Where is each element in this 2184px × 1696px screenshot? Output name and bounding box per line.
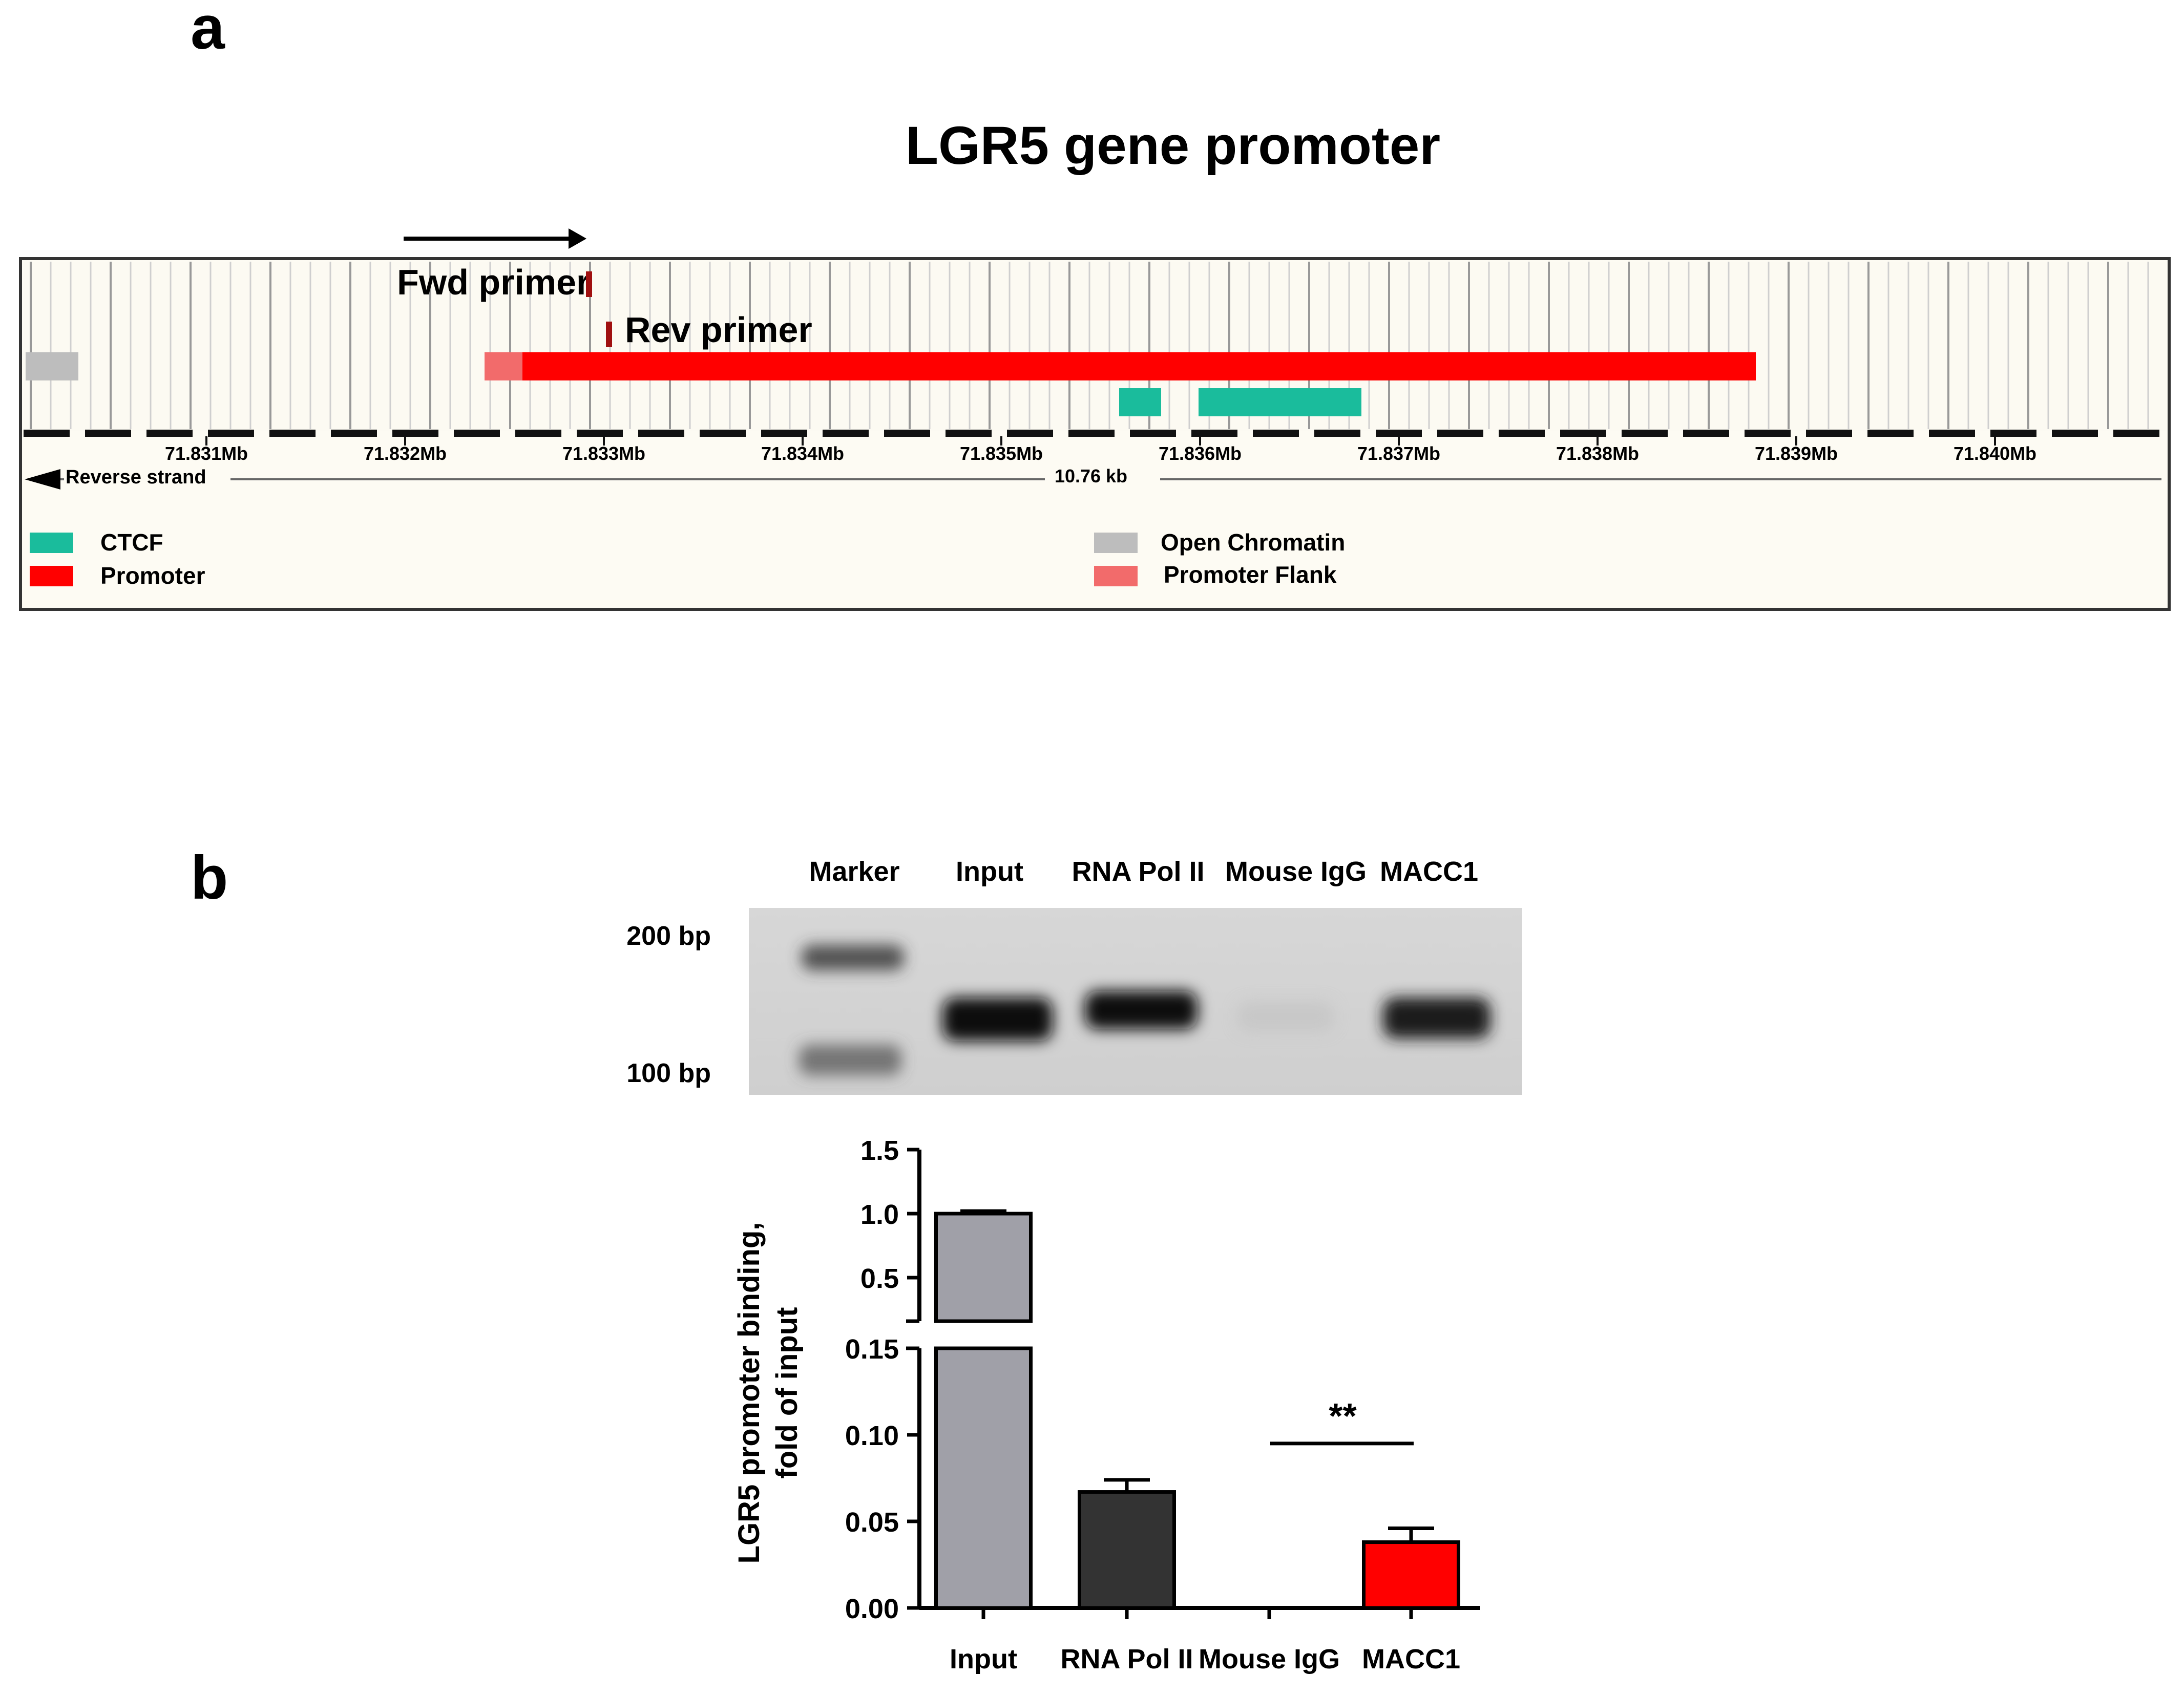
gel-band-rnapol [1085, 991, 1198, 1029]
axis-tick-label: 71.834Mb [761, 443, 844, 464]
gel-size-marker: 100 bp [626, 1058, 711, 1088]
gel-lane-label: Marker [809, 856, 899, 887]
bar-input-upper [934, 1212, 1033, 1323]
axis-tick-label: 71.836Mb [1159, 443, 1242, 464]
y-tick-label: 0.05 [845, 1507, 899, 1538]
fwd-primer-arrow [404, 228, 586, 249]
y-axis-label: fold of input [770, 1307, 804, 1479]
legend-label-promoter-flank: Promoter Flank [1164, 561, 1337, 588]
reverse-strand-arrow [25, 469, 60, 490]
y-tick-label: 0.15 [845, 1334, 899, 1365]
gel-band-marker-100 [799, 1045, 901, 1075]
track-gridlines [30, 262, 2149, 429]
ctcf-feature [1199, 388, 1361, 416]
significance-label: ** [1329, 1396, 1357, 1436]
legend-label-ctcf: CTCF [100, 529, 163, 556]
y-tick-label: 0.5 [860, 1263, 899, 1294]
feature-area [24, 262, 2166, 431]
y-tick-label: 0.10 [845, 1421, 899, 1451]
legend-label-promoter: Promoter [100, 562, 205, 589]
gel-band-macc1 [1383, 998, 1490, 1038]
bar-rna-pol-ii [1078, 1490, 1176, 1610]
open-chromatin-feature [26, 352, 78, 380]
panel-a-title: LGR5 gene promoter [906, 116, 1440, 176]
axis-tick-label: 71.835Mb [960, 443, 1043, 464]
axis-tick-label: 71.839Mb [1755, 443, 1838, 464]
gel-band-input [942, 998, 1053, 1041]
gel-lane-label: RNA Pol II [1072, 856, 1204, 887]
axis-tick-label: 71.840Mb [1954, 443, 2036, 464]
gel-bands [799, 945, 1490, 1075]
legend-swatch-promoter-flank [1094, 566, 1138, 586]
panel-b-label: b [191, 843, 228, 912]
x-tick-label: RNA Pol II [1060, 1644, 1193, 1674]
fwd-primer-label: Fwd primer [397, 262, 590, 302]
legend-swatch-promoter [30, 566, 73, 586]
ctcf-feature [1119, 388, 1161, 416]
gel-lane-label: Input [956, 856, 1023, 887]
bar-chart: LGR5 promoter binding, fold of input 0.0… [732, 1135, 1480, 1674]
y-tick-label: 1.0 [860, 1199, 899, 1230]
rev-primer-marker [606, 322, 612, 347]
bar-input-lower [934, 1346, 1033, 1610]
y-tick-label: 1.5 [860, 1135, 899, 1166]
axis-tick-labels: 71.831Mb 71.832Mb 71.833Mb 71.834Mb 71.835Mb… [165, 436, 2036, 464]
gel-size-marker: 200 bp [626, 921, 711, 951]
rev-primer-label: Rev primer [625, 310, 812, 350]
axis-tick-label: 71.837Mb [1357, 443, 1440, 464]
y-tick-label: 0.00 [845, 1594, 899, 1624]
axis-tick-label: 71.831Mb [165, 443, 248, 464]
panel-a-label: a [191, 0, 225, 62]
legend-swatch-open-chromatin [1094, 533, 1138, 553]
x-tick-label: MACC1 [1362, 1644, 1460, 1674]
promoter-flank-feature [485, 352, 524, 380]
gel-lane-label: Mouse IgG [1225, 856, 1367, 887]
legend-swatch-ctcf [30, 533, 73, 553]
span-label: 10.76 kb [1055, 465, 1127, 486]
axis-tick-label: 71.838Mb [1556, 443, 1639, 464]
gel-band-marker-200 [802, 945, 904, 970]
fwd-primer-marker [586, 271, 592, 297]
x-tick-label: Mouse IgG [1199, 1644, 1340, 1674]
strand-label: Reverse strand [66, 467, 206, 488]
gel-band-mouseigg [1237, 1001, 1334, 1032]
promoter-feature [522, 352, 1756, 380]
x-tick-label: Input [950, 1644, 1017, 1674]
bar-macc1 [1362, 1540, 1460, 1610]
gel-lane-label: MACC1 [1380, 856, 1478, 887]
axis-tick-label: 71.832Mb [364, 443, 447, 464]
y-axis-label: LGR5 promoter binding, [732, 1222, 766, 1564]
legend-label-open-chromatin: Open Chromatin [1161, 529, 1345, 556]
axis-tick-label: 71.833Mb [562, 443, 645, 464]
bar-break-gap [930, 1324, 1037, 1345]
